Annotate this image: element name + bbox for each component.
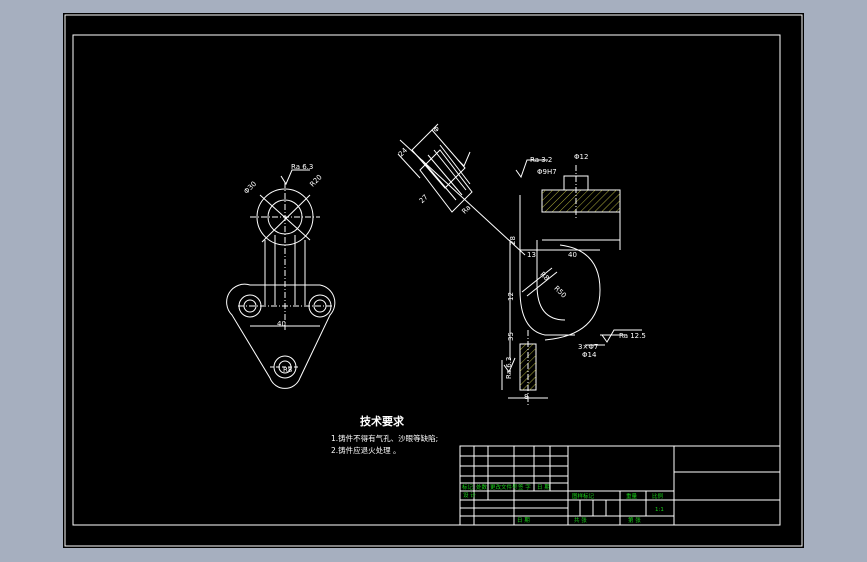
tb-design: 设 计 — [463, 491, 476, 499]
left-dim-r8: R8 — [283, 366, 292, 374]
tech-title: 技术要求 — [360, 414, 405, 428]
tb-sheet: 第 张 — [628, 516, 641, 524]
right-holes: 3×Φ7 — [578, 343, 598, 351]
right-dim-12: 12 — [507, 292, 515, 301]
technical-requirements: 技术要求 1.铸件不得有气孔、沙眼等缺陷; 2.铸件应退火处理 。 — [331, 414, 438, 455]
drawing-frame — [72, 34, 781, 526]
right-dim-35: 35 — [507, 332, 515, 341]
right-phi12: Φ12 — [574, 153, 588, 161]
tb-total: 共 张 — [574, 516, 587, 524]
tb-scale-label: 比例 — [652, 492, 664, 500]
tb-change-doc: 更改文件号 — [490, 483, 518, 491]
tb-count: 处数 — [476, 483, 488, 491]
left-ra-label: Ra 6.3 — [291, 163, 313, 171]
right-dim-13: 13 — [527, 251, 536, 259]
right-ra-left: Ra 6.3 — [505, 357, 513, 379]
sheet-edge — [64, 14, 803, 547]
tb-mark: 标记 — [462, 483, 474, 491]
sheet-background — [63, 13, 804, 548]
right-dim-28: 28 — [509, 236, 517, 245]
tb-date: 日 期 — [537, 484, 550, 491]
iso-dim-c: 27 — [418, 193, 430, 205]
tb-approve-date: 日 期 — [517, 517, 530, 524]
tb-drawing-mark: 图样标记 — [572, 492, 595, 500]
left-dim-40: 40 — [277, 320, 286, 328]
tb-weight: 重量 — [626, 492, 638, 500]
right-ra-bottom: Ra 12.5 — [619, 332, 646, 340]
right-dim-40: 40 — [568, 251, 577, 259]
right-section-view: Ra 3.2 Φ12 Φ9H7 13 40 28 12 R8 R50 35 3×… — [501, 153, 646, 405]
tech-note-2: 2.铸件应退火处理 。 — [331, 445, 401, 455]
tech-note-1: 1.铸件不得有气孔、沙眼等缺陷; — [331, 433, 438, 443]
tb-scale: 1:1 — [655, 507, 664, 513]
right-phi9h7: Φ9H7 — [537, 168, 557, 176]
right-phi14: Φ14 — [582, 351, 597, 359]
left-view: Ra 6.3 Φ30 R20 40 R8 — [226, 163, 336, 389]
right-ra-top: Ra 3.2 — [530, 156, 552, 164]
right-dim-8: 8 — [524, 393, 528, 401]
iso-dim-a: Φ — [432, 124, 442, 134]
tb-sign: 签 字 — [518, 483, 531, 491]
title-block: 标记 处数 更改文件号 签 字 日 期 设 计 图样标记 重量 比例 1:1 日… — [459, 445, 781, 526]
